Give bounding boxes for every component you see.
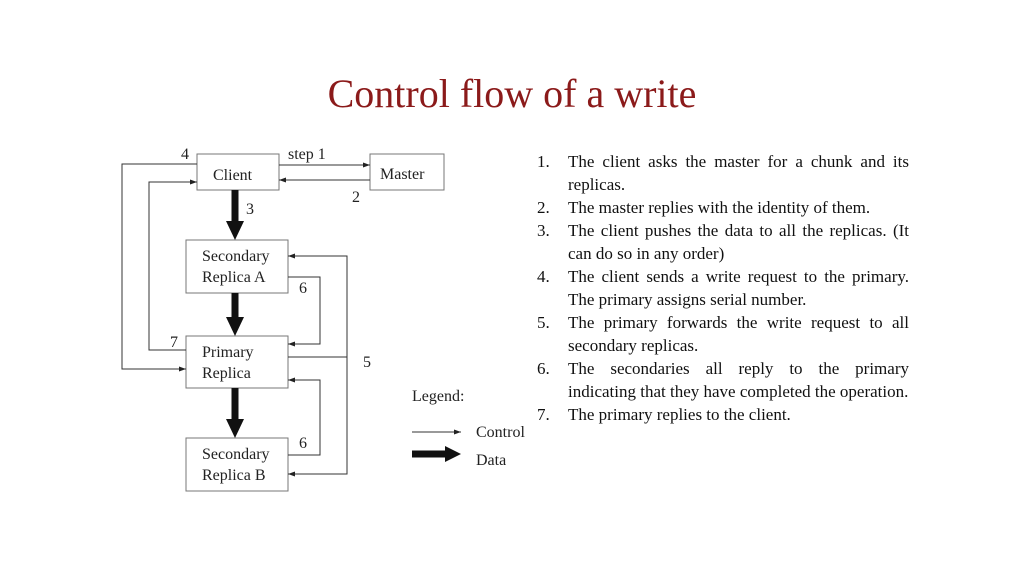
control-arrow-step6-from-b: [288, 377, 321, 456]
secondary-a-label-line1: Secondary: [202, 248, 270, 265]
step-item: 5. The primary forwards the write request…: [537, 311, 909, 357]
step-item: 6. The secondaries all reply to the prima…: [537, 357, 909, 403]
edge-label-6-a: 6: [299, 280, 307, 297]
data-flow-arrows: [226, 190, 244, 438]
step-text: The primary forwards the write request t…: [568, 313, 909, 355]
legend-title: Legend:: [412, 388, 464, 405]
step-item: 4. The client sends a write request to th…: [537, 265, 909, 311]
edge-label-4: 4: [181, 146, 189, 163]
step-text: The client pushes the data to all the re…: [568, 221, 909, 263]
master-node: Master: [369, 153, 445, 191]
step-number: 5.: [537, 313, 550, 332]
secondary-b-label-line1: Secondary: [202, 446, 270, 463]
control-arrow-step5-to-a: [288, 253, 348, 358]
write-flow-diagram: Client Master Secondary Replica A Primar…: [121, 146, 525, 492]
secondary-a-label-line2: Replica A: [202, 269, 266, 286]
step-text: The client sends a write request to the …: [568, 267, 909, 309]
legend-data-arrow: [412, 446, 461, 462]
step-item: 3. The client pushes the data to all the …: [537, 219, 909, 265]
step-item: 2. The master replies with the identity o…: [537, 196, 909, 219]
control-arrow-step6-from-a: [288, 276, 321, 347]
control-arrow-step5-to-b: [288, 356, 348, 477]
step-number: 2.: [537, 198, 550, 217]
primary-label-line1: Primary: [202, 344, 254, 361]
step-text: The client asks the master for a chunk a…: [568, 152, 909, 194]
slide-title: Control flow of a write: [327, 71, 697, 116]
step-number: 3.: [537, 221, 550, 240]
legend-data-label: Data: [476, 452, 506, 469]
step-item: 7. The primary replies to the client.: [537, 403, 909, 426]
primary-replica-node: Primary Replica: [185, 335, 289, 389]
step-text: The primary replies to the client.: [568, 405, 791, 424]
step-item: 1. The client asks the master for a chunk…: [537, 150, 909, 196]
edge-label-7: 7: [170, 334, 178, 351]
edge-label-5: 5: [363, 354, 371, 371]
edge-label-step1: step 1: [288, 146, 326, 163]
client-label: Client: [213, 167, 253, 184]
master-label: Master: [380, 166, 425, 183]
data-arrow-primary-to-secondary-b: [226, 388, 244, 438]
edge-label-6-b: 6: [299, 435, 307, 452]
step-number: 6.: [537, 359, 550, 378]
client-node: Client: [196, 153, 280, 191]
step-number: 7.: [537, 405, 550, 424]
control-arrow-step4: [121, 163, 197, 372]
primary-label-line2: Replica: [202, 365, 251, 382]
step-text: The master replies with the identity of …: [568, 198, 871, 217]
secondary-b-label-line2: Replica B: [202, 467, 266, 484]
legend-control-label: Control: [476, 424, 525, 441]
edge-label-3: 3: [246, 201, 254, 218]
secondary-replica-a-node: Secondary Replica A: [185, 239, 289, 294]
control-arrow-step7: [148, 179, 197, 351]
data-arrow-client-to-secondary-a: [226, 190, 244, 240]
step-number: 4.: [537, 267, 550, 286]
edge-label-2: 2: [352, 189, 360, 206]
legend: Legend: Control Data: [412, 388, 525, 469]
step-text: The secondaries all reply to the primary…: [568, 359, 909, 401]
data-arrow-secondary-a-to-primary: [226, 293, 244, 336]
secondary-replica-b-node: Secondary Replica B: [185, 437, 289, 492]
steps-list: 1. The client asks the master for a chunk…: [537, 150, 909, 426]
control-flow-arrows: [121, 162, 370, 477]
step-number: 1.: [537, 152, 550, 171]
